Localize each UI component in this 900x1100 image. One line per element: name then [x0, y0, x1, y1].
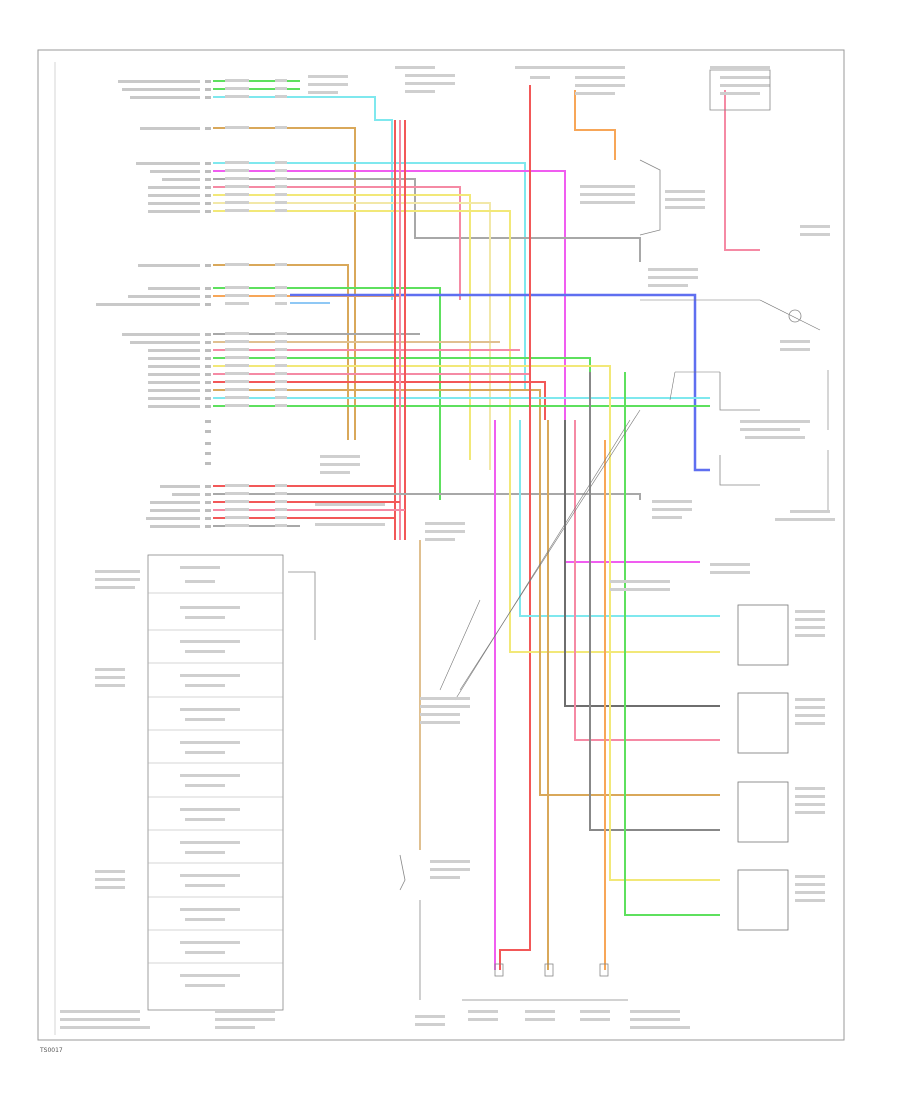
wire-green-4 — [213, 357, 591, 372]
wire-yellow-4 — [509, 480, 720, 653]
wire-yellow-1 — [213, 194, 471, 460]
solenoid-block — [60, 554, 284, 1029]
wire-yellow-3 — [213, 365, 611, 372]
wire-dark-1 — [589, 372, 720, 831]
wire-orange-top — [574, 90, 616, 160]
wire-red-top — [499, 85, 531, 970]
wire-tan-5 — [539, 410, 720, 796]
ground-lead — [288, 571, 316, 640]
bottom-connectors — [419, 900, 628, 1001]
wires — [213, 80, 760, 970]
wire-light-1 — [213, 202, 491, 470]
top-right-module — [399, 69, 802, 891]
sensor-labels — [795, 610, 825, 902]
wire-tan-2 — [213, 264, 349, 440]
wire-pink-1 — [213, 186, 461, 300]
wire-cyan-2 — [213, 162, 526, 390]
wire-tan-4 — [213, 389, 541, 410]
wire-cyan-4 — [519, 420, 720, 617]
wire-gray-3 — [213, 493, 641, 500]
module-pin-labels — [96, 80, 200, 528]
top-component-labels — [308, 66, 835, 1029]
wire-green-3 — [213, 287, 441, 500]
pin-number-column — [205, 80, 211, 528]
wire-pink-5 — [574, 420, 720, 741]
leader-lines — [439, 299, 829, 701]
footer-code: TS0017 — [39, 1047, 63, 1054]
wire-yellow-2 — [213, 210, 511, 480]
wire-pink-top — [724, 90, 760, 251]
wire-tan-1 — [213, 127, 356, 440]
wire-color-codes — [225, 79, 287, 527]
wire-red-1 — [213, 381, 546, 420]
wire-green-6 — [624, 372, 720, 916]
wire-yellow-5 — [609, 372, 720, 881]
diagram-frame — [37, 49, 845, 1041]
wheel-speed-sensors — [737, 604, 789, 931]
wire-gray-5 — [564, 420, 720, 707]
wire-blue-1 — [290, 293, 710, 472]
wire-gray-1 — [213, 178, 641, 262]
